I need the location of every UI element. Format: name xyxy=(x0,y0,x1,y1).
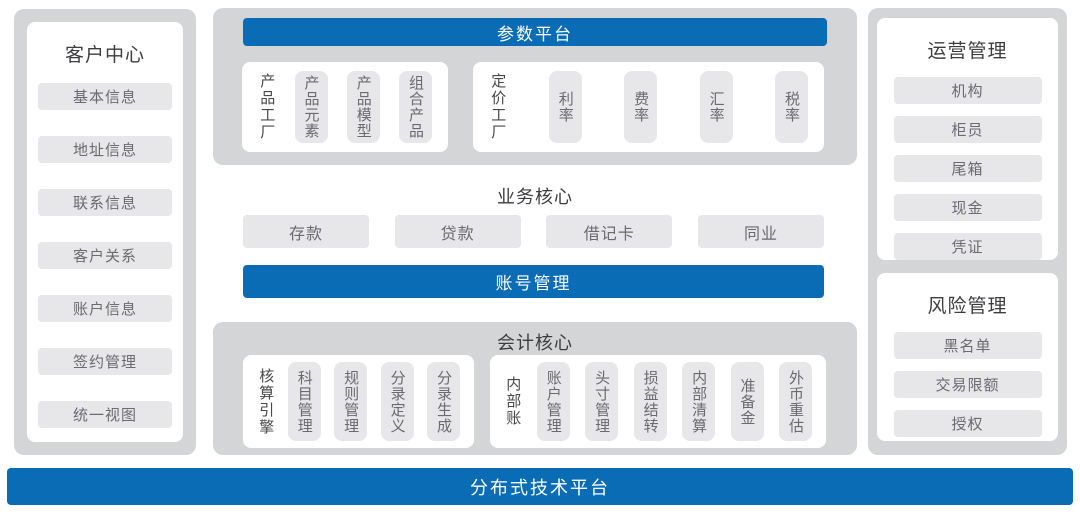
risk-management-title: 风险管理 xyxy=(927,296,1008,317)
parameter-platform-panel: 参数平台 产品工厂 产品元素 产品模型 组合产品 定价工厂 利率 费率 汇率 税… xyxy=(213,8,857,165)
accounting-core-panel: 会计核心 核算引擎 科目管理 规则管理 分录定义 分录生成 内部账 账户管理 头… xyxy=(213,322,857,455)
chip-exchange-rate: 汇率 xyxy=(699,71,733,143)
pricing-factory-card: 定价工厂 利率 费率 汇率 税率 xyxy=(473,62,824,152)
operations-management-title: 运营管理 xyxy=(927,41,1008,62)
pricing-factory-label: 定价工厂 xyxy=(489,73,507,141)
business-core-title: 业务核心 xyxy=(497,187,573,207)
right-panel: 运营管理 机构 柜员 尾箱 现金 凭证 风险管理 黑名单 交易限额 授权 xyxy=(868,8,1067,455)
chip-tax-rate: 税率 xyxy=(775,71,808,143)
chip-unified-view: 统一视图 xyxy=(38,401,172,428)
internal-account-card: 内部账 账户管理 头寸管理 损益结转 内部清算 准备金 外币重估 xyxy=(490,355,826,448)
chip-teller: 柜员 xyxy=(893,116,1042,143)
chip-account-info: 账户信息 xyxy=(38,295,172,322)
chip-loan: 贷款 xyxy=(394,215,521,248)
business-core-row: 存款 贷款 借记卡 同业 xyxy=(243,215,824,248)
chip-interest-rate: 利率 xyxy=(548,71,582,143)
risk-management-card: 风险管理 黑名单 交易限额 授权 xyxy=(877,273,1058,441)
product-factory-card: 产品工厂 产品元素 产品模型 组合产品 xyxy=(242,62,448,152)
accounting-engine-card: 核算引擎 科目管理 规则管理 分录定义 分录生成 xyxy=(243,355,474,448)
chip-subject-management: 科目管理 xyxy=(287,362,321,441)
accounting-core-title: 会计核心 xyxy=(497,333,573,353)
distributed-tech-platform-bar: 分布式技术平台 xyxy=(7,468,1073,505)
chip-entry-generation: 分录生成 xyxy=(427,362,460,441)
chip-blacklist: 黑名单 xyxy=(893,332,1042,359)
chip-product-element: 产品元素 xyxy=(294,71,328,143)
chip-profit-loss-carryover: 损益结转 xyxy=(633,362,667,441)
chip-contact-info: 联系信息 xyxy=(38,189,172,216)
chip-deposit: 存款 xyxy=(243,215,369,248)
chip-account-management: 账户管理 xyxy=(536,362,570,441)
chip-reserve-fund: 准备金 xyxy=(730,362,764,441)
parameter-platform-header: 参数平台 xyxy=(243,18,827,46)
operations-management-card: 运营管理 机构 柜员 尾箱 现金 凭证 xyxy=(877,18,1058,260)
chip-address-info: 地址信息 xyxy=(38,136,172,163)
chip-position-management: 头寸管理 xyxy=(585,362,619,441)
chip-cash-box: 尾箱 xyxy=(893,155,1042,182)
chip-cash: 现金 xyxy=(893,194,1042,221)
chip-rule-management: 规则管理 xyxy=(334,362,368,441)
internal-account-label: 内部账 xyxy=(504,376,522,427)
chip-authorization: 授权 xyxy=(893,410,1042,437)
chip-debit-card: 借记卡 xyxy=(546,215,673,248)
customer-center-title: 客户中心 xyxy=(64,45,145,66)
accounting-engine-label: 核算引擎 xyxy=(257,367,275,436)
chip-fee-rate: 费率 xyxy=(624,71,658,143)
chip-product-model: 产品模型 xyxy=(346,71,380,143)
chip-entry-definition: 分录定义 xyxy=(380,362,414,441)
chip-internal-clearing: 内部清算 xyxy=(682,362,716,441)
product-factory-label: 产品工厂 xyxy=(258,73,276,141)
customer-center-panel: 客户中心 基本信息 地址信息 联系信息 客户关系 账户信息 签约管理 统一视图 xyxy=(14,9,196,455)
chip-contract-management: 签约管理 xyxy=(38,348,172,375)
chip-basic-info: 基本信息 xyxy=(38,83,172,110)
chip-voucher: 凭证 xyxy=(893,233,1042,260)
chip-transaction-limit: 交易限额 xyxy=(893,371,1042,398)
account-management-bar: 账号管理 xyxy=(243,265,824,298)
chip-interbank: 同业 xyxy=(697,215,824,248)
chip-combined-product: 组合产品 xyxy=(399,71,432,143)
customer-center-card: 客户中心 基本信息 地址信息 联系信息 客户关系 账户信息 签约管理 统一视图 xyxy=(27,22,183,442)
chip-forex-revaluation: 外币重估 xyxy=(778,362,812,441)
chip-institution: 机构 xyxy=(893,77,1042,104)
chip-customer-relation: 客户关系 xyxy=(38,242,172,269)
